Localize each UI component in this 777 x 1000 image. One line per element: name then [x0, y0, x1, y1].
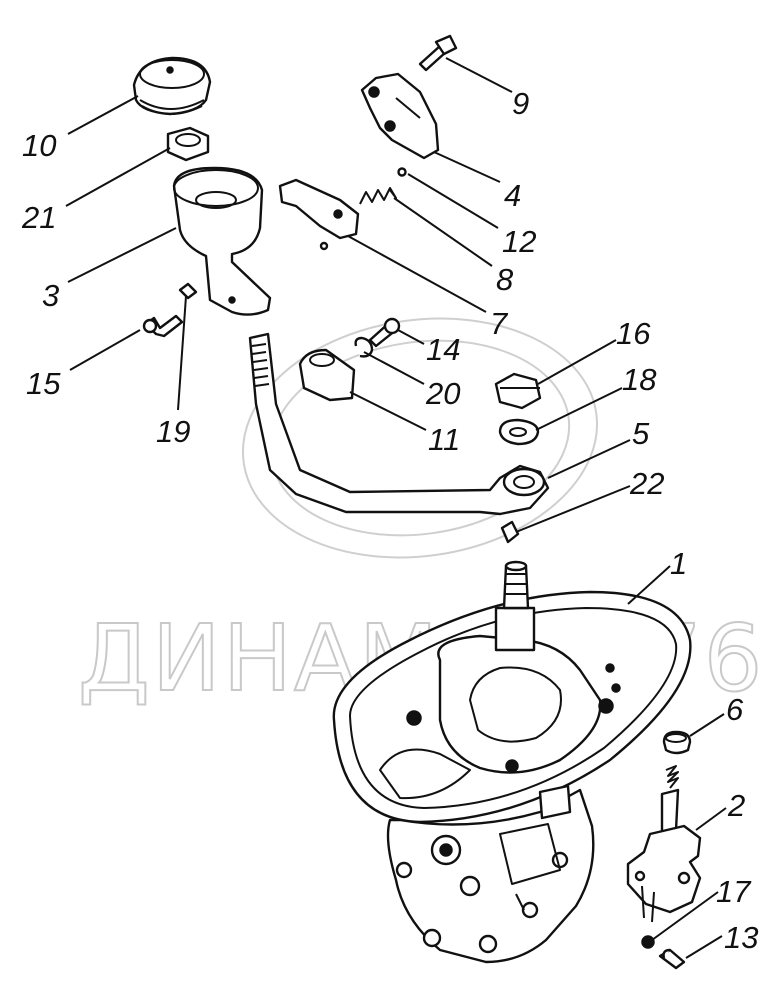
part-11-clamp — [298, 348, 356, 402]
label-18: 18 — [622, 362, 657, 397]
part-15-screw — [142, 314, 184, 338]
label-14: 14 — [426, 332, 460, 367]
part-10-cap — [132, 56, 212, 116]
label-5: 5 — [632, 416, 650, 451]
part-18-washer — [498, 418, 540, 446]
part-labels: 10 21 3 15 19 9 4 12 8 7 14 20 11 16 18 … — [21, 86, 758, 955]
label-13: 13 — [724, 920, 758, 955]
part-19-key — [178, 282, 198, 300]
label-19: 19 — [156, 414, 190, 449]
part-13-bolt — [658, 948, 686, 970]
label-17: 17 — [716, 874, 752, 909]
label-7: 7 — [490, 306, 509, 341]
part-14-screw — [368, 317, 401, 348]
part-3-housing — [172, 166, 272, 316]
label-9: 9 — [512, 86, 529, 121]
label-8: 8 — [496, 262, 514, 297]
part-22-key — [500, 520, 520, 544]
part-1-valve-body — [332, 560, 692, 964]
label-10: 10 — [22, 128, 56, 163]
part-17-washer — [641, 935, 655, 949]
part-5-lever-rod — [248, 332, 550, 516]
label-22: 22 — [629, 466, 664, 501]
label-3: 3 — [42, 278, 59, 313]
part-2-valve — [626, 765, 702, 923]
leader-lines — [65, 57, 727, 959]
label-6: 6 — [726, 692, 744, 727]
part-12-ball — [397, 167, 407, 177]
label-15: 15 — [26, 366, 61, 401]
label-2: 2 — [727, 788, 745, 823]
label-1: 1 — [670, 546, 687, 581]
part-16-nut — [494, 372, 542, 410]
label-12: 12 — [502, 224, 536, 259]
label-11: 11 — [428, 422, 460, 457]
part-4-bracket — [360, 72, 440, 160]
part-6-cap — [662, 730, 692, 755]
label-20: 20 — [425, 376, 460, 411]
part-7-lever — [278, 178, 360, 251]
part-20-washer — [354, 336, 374, 358]
part-21-nut — [166, 126, 210, 162]
part-8-spring — [359, 187, 397, 205]
part-9-bolt — [418, 34, 458, 72]
label-16: 16 — [616, 316, 651, 351]
label-21: 21 — [21, 200, 56, 235]
label-4: 4 — [504, 178, 521, 213]
